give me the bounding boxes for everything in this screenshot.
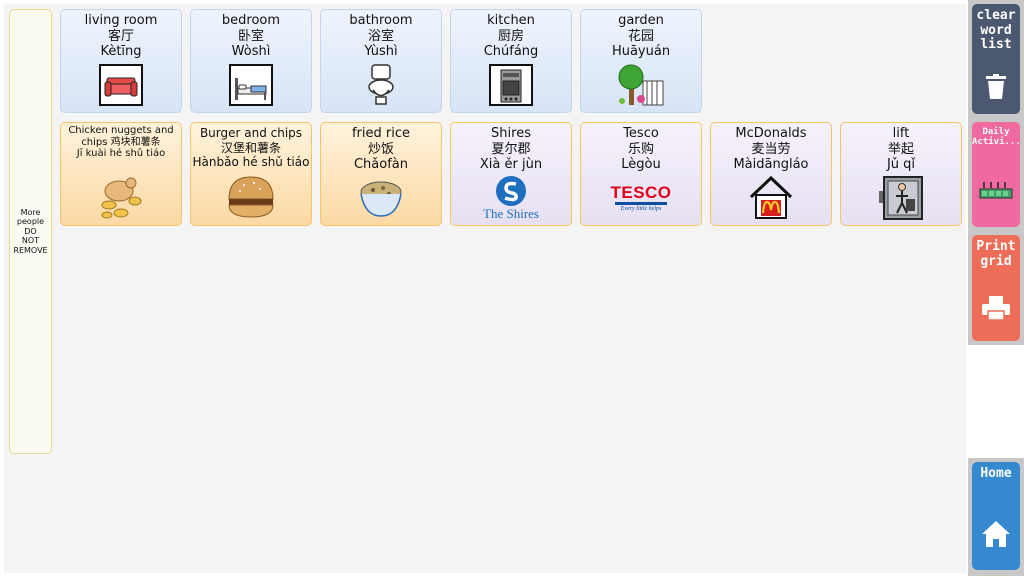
mcdonalds-icon (711, 175, 831, 221)
printer-icon (972, 295, 1020, 321)
cell-label: lift 举起 Jǔ qǐ (886, 126, 916, 172)
activities-icon (972, 181, 1020, 199)
cell-chicken-nuggets[interactable]: Chicken nuggets and chips 鸡块和薯条 Jī kuài … (60, 122, 182, 226)
cell-mcdonalds[interactable]: McDonalds 麦当劳 Màidāngláo (710, 122, 832, 226)
shires-logo: The Shires (451, 173, 571, 223)
print-grid-label: Print grid (976, 239, 1016, 269)
more-people-tab[interactable]: More people DO NOT REMOVE (9, 9, 52, 454)
cell-label: McDonalds 麦当劳 Màidāngláo (733, 126, 809, 172)
cooker-icon (451, 62, 571, 108)
cell-shires[interactable]: Shires 夏尔郡 Xià ěr jùn The Shires (450, 122, 572, 226)
cell-fried-rice[interactable]: fried rice 炒饭 Chǎofàn (320, 122, 442, 226)
cell-bathroom[interactable]: bathroom 浴室 Yùshì (320, 9, 442, 113)
cell-label: fried rice 炒饭 Chǎofàn (351, 126, 411, 172)
bed-icon (191, 62, 311, 108)
sofa-icon (61, 62, 181, 108)
cell-label: bathroom 浴室 Yùshì (349, 13, 413, 59)
cell-label: Chicken nuggets and chips 鸡块和薯条 Jī kuài … (68, 125, 174, 159)
cell-bedroom[interactable]: bedroom 卧室 Wòshì (190, 9, 312, 113)
cell-tesco[interactable]: Tesco 乐购 Lègòu TESCO Every little helps (580, 122, 702, 226)
shires-logo-text: The Shires (483, 206, 539, 221)
daily-activities-button[interactable]: Daily Activi... (968, 118, 1024, 231)
clear-word-list-label: clear word list (976, 8, 1016, 52)
tree-icon (581, 62, 701, 108)
cell-label: bedroom 卧室 Wòshì (221, 13, 281, 59)
daily-activities-label: Daily Activi... (972, 127, 1021, 147)
chicken-nuggets-icon (61, 175, 181, 221)
tesco-logo: TESCO Every little helps (581, 175, 701, 221)
cell-lift[interactable]: lift 举起 Jǔ qǐ (840, 122, 962, 226)
cell-label: garden 花园 Huāyuán (611, 13, 671, 59)
cell-label: Tesco 乐购 Lègòu (621, 126, 661, 172)
trash-icon (972, 74, 1020, 100)
home-button[interactable]: Home (968, 458, 1024, 576)
home-label: Home (980, 466, 1012, 481)
print-grid-button[interactable]: Print grid (968, 231, 1024, 345)
rice-bowl-icon (321, 175, 441, 221)
home-icon (972, 520, 1020, 548)
cell-label: kitchen 厨房 Chúfáng (483, 13, 539, 59)
cell-label: Burger and chips 汉堡和薯条 Hànbǎo hé shǔ tiá… (192, 126, 310, 169)
burger-icon (191, 175, 311, 221)
tesco-logo-text: TESCO (610, 182, 672, 202)
clear-word-list-button[interactable]: clear word list (968, 0, 1024, 118)
lift-icon (841, 175, 961, 221)
cell-burger-and-chips[interactable]: Burger and chips 汉堡和薯条 Hànbǎo hé shǔ tiá… (190, 122, 312, 226)
more-people-label: More people DO NOT REMOVE (13, 207, 48, 255)
cell-kitchen[interactable]: kitchen 厨房 Chúfáng (450, 9, 572, 113)
toilet-icon (321, 62, 441, 108)
cell-label: living room 客厅 Kètīng (84, 13, 158, 59)
cell-label: Shires 夏尔郡 Xià ěr jùn (479, 126, 543, 172)
cell-living-room[interactable]: living room 客厅 Kètīng (60, 9, 182, 113)
tesco-slogan: Every little helps (620, 205, 662, 212)
cell-garden[interactable]: garden 花园 Huāyuán (580, 9, 702, 113)
